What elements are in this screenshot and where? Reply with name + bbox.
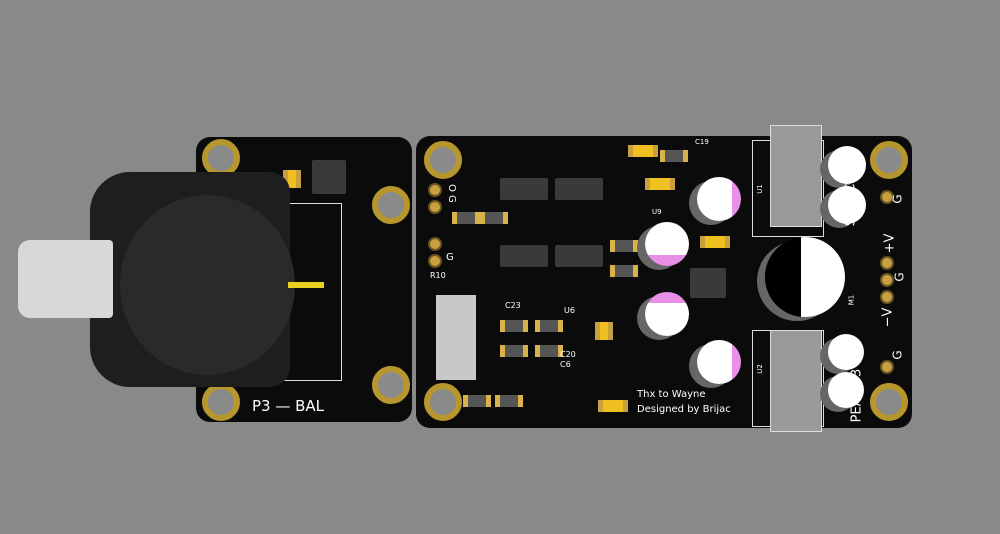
electrolytic-capacitor [645, 292, 689, 336]
mount-hole [372, 366, 410, 404]
capacitor [828, 334, 864, 370]
electrolytic-capacitor [697, 177, 741, 221]
regulator-label-bottom: PEARL 3 [849, 368, 865, 423]
regulator [555, 178, 603, 200]
opamp-chip [690, 268, 726, 298]
power-pin-g [880, 273, 894, 287]
mount-hole [202, 383, 240, 421]
capacitor [598, 400, 628, 412]
capacitor [828, 186, 866, 224]
chip [312, 160, 346, 194]
resistor [610, 240, 638, 252]
resistor [463, 395, 491, 407]
power-pin-g [880, 360, 894, 374]
xlr-body [120, 195, 295, 375]
designator-c23: C23 [505, 301, 521, 310]
resistor [452, 212, 480, 224]
regulator [500, 178, 548, 200]
power-pin-g [880, 190, 894, 204]
header-pin [428, 200, 442, 214]
mount-hole [870, 383, 908, 421]
board-label: P3 — BAL [252, 397, 325, 415]
mount-hole [424, 141, 462, 179]
regulator-label-top: SMD CLONE [843, 148, 859, 227]
pin-label-minus-v: −V [880, 307, 896, 328]
dip-switch [436, 295, 476, 380]
capacitor [700, 236, 730, 248]
pin-label-g: G [890, 350, 905, 360]
regulator-u1 [770, 125, 822, 227]
capacitor [645, 178, 675, 190]
resistor [535, 345, 563, 357]
pin-label-g: G [890, 194, 905, 204]
designator-m1: M1 [847, 294, 856, 306]
resistor [495, 395, 523, 407]
electrolytic-capacitor [645, 222, 689, 266]
pin-label-g: G [892, 272, 907, 282]
designator-u2: U2 [755, 364, 764, 374]
designator-c20: C20 [560, 350, 576, 359]
capacitor [595, 322, 613, 340]
capacitor [828, 146, 866, 184]
header-pin [428, 183, 442, 197]
xlr-pin [288, 282, 324, 288]
xlr-latch [18, 240, 113, 318]
designator-c19: C19 [695, 138, 709, 146]
mount-hole [424, 383, 462, 421]
header-label: G [446, 252, 454, 263]
designator-c6: C6 [560, 360, 571, 369]
resistor [500, 345, 528, 357]
capacitor [828, 372, 864, 408]
header-pin [428, 254, 442, 268]
regulator [500, 245, 548, 267]
power-pin-minus [880, 290, 894, 304]
header-pin [428, 237, 442, 251]
resistor [480, 212, 508, 224]
electrolytic-capacitor [697, 340, 741, 384]
resistor [660, 150, 688, 162]
designator-u1: U1 [755, 184, 764, 194]
pin-label-plus-v: +V [882, 233, 898, 254]
regulator-u2 [770, 330, 822, 432]
mount-hole [870, 141, 908, 179]
credits-line-1: Thx to Wayne [637, 389, 706, 400]
resistor [535, 320, 563, 332]
regulator [555, 245, 603, 267]
header-label: O G [446, 184, 457, 203]
designator-r10: R10 [430, 271, 446, 280]
designator-u9: U9 [652, 208, 662, 216]
designator-u6: U6 [564, 306, 575, 315]
credits-line-2: Designed by Brijac [637, 404, 731, 415]
power-pin-plus [880, 256, 894, 270]
resistor [610, 265, 638, 277]
bulk-capacitor [765, 237, 845, 317]
resistor [500, 320, 528, 332]
mount-hole [372, 186, 410, 224]
capacitor [628, 145, 658, 157]
